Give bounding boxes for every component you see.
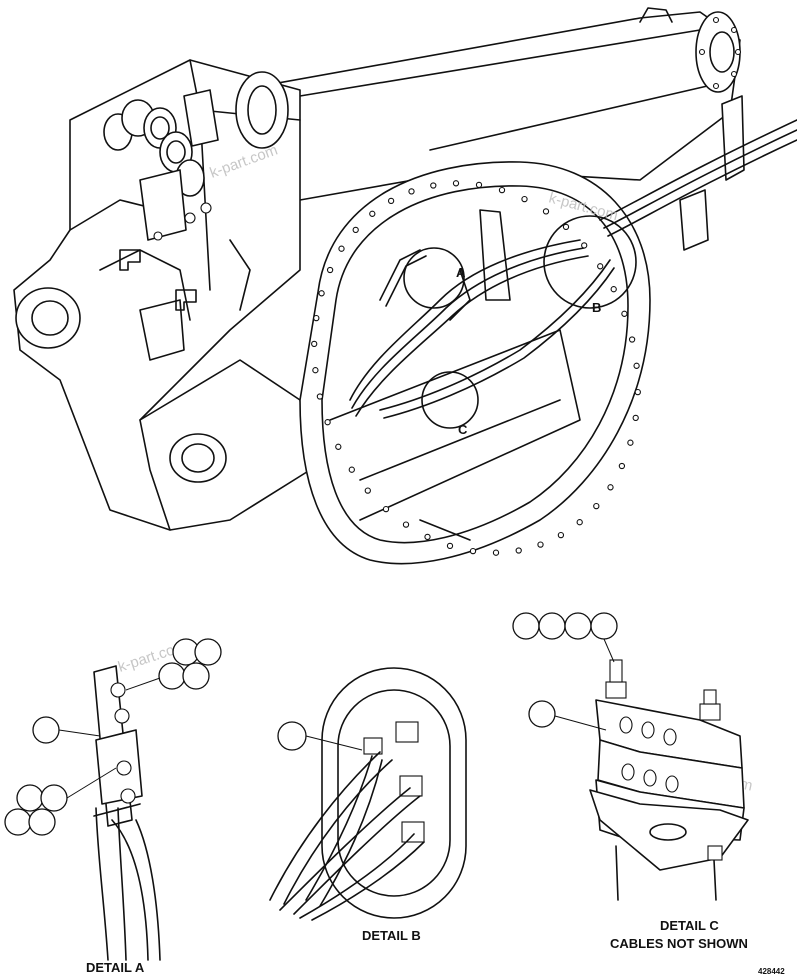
flange-bolt-hole <box>312 367 319 374</box>
flange-bolt-hole <box>335 443 342 450</box>
brake-flange-ring <box>299 119 797 565</box>
flange-bolt-hole <box>492 549 500 556</box>
flange-bolt-hole <box>430 182 437 189</box>
flange-bolt-hole <box>382 505 390 513</box>
flange-bolt-hole <box>628 336 636 343</box>
callout-a9 <box>28 808 56 836</box>
flange-bolt-hole <box>607 484 614 491</box>
flange-bolt-hole <box>348 466 355 473</box>
detail-a: DETAIL A <box>4 638 222 975</box>
flange-bolt-hole <box>557 531 565 539</box>
flange-bolt-hole <box>618 462 626 470</box>
flange-bolt-hole <box>452 180 460 187</box>
detail-b-title: DETAIL B <box>362 928 421 943</box>
callout-a5 <box>32 716 60 744</box>
flange-bolt-hole <box>369 210 376 217</box>
flange-bolt-hole <box>475 181 483 189</box>
flange-bolt-hole <box>316 393 324 400</box>
detail-a-title: DETAIL A <box>86 960 145 975</box>
callout-c3 <box>564 612 592 640</box>
flange-bolt-hole <box>581 242 588 249</box>
flange-bolt-hole <box>326 266 334 274</box>
flange-bolt-hole <box>576 519 583 526</box>
flange-bolt-hole <box>364 487 371 494</box>
callout-a6 <box>16 784 44 812</box>
view-marker-b: B <box>543 215 637 315</box>
view-marker-c: C <box>421 371 479 437</box>
flange-bolt-hole <box>408 188 415 195</box>
flange-bolt-hole <box>498 186 506 194</box>
flange-bolt-hole <box>313 314 320 322</box>
flange-bolt-hole <box>521 195 528 203</box>
view-marker-b-label: B <box>592 300 601 315</box>
flange-bolt-hole <box>632 414 639 422</box>
callout-c1 <box>512 612 540 640</box>
callout-a4 <box>182 662 210 690</box>
flange-bolt-hole <box>338 245 345 252</box>
flange-bolt-hole <box>597 263 604 270</box>
flange-bolt-hole <box>424 533 431 541</box>
flange-bolt-hole <box>542 208 550 215</box>
flange-bolt-hole <box>633 362 640 369</box>
flange-bolt-hole <box>318 290 325 297</box>
axle-housing-assembly <box>13 7 745 531</box>
callout-c5 <box>528 700 556 728</box>
detail-c: DETAIL C CABLES NOT SHOWN <box>512 612 749 951</box>
flange-bolt-hole <box>387 197 395 205</box>
flange-bolt-hole <box>634 388 641 396</box>
flange-bolt-hole <box>324 419 331 426</box>
view-marker-a: A <box>403 247 466 309</box>
callout-a3 <box>158 662 186 690</box>
flange-bolt-hole <box>311 340 318 348</box>
detail-c-title: DETAIL C <box>660 918 719 933</box>
flange-bolt-hole <box>562 223 570 231</box>
flange-bolt-hole <box>402 521 410 528</box>
flange-bolt-hole <box>593 502 600 510</box>
flange-bolt-hole <box>621 310 628 317</box>
callout-a8 <box>4 808 32 836</box>
callout-a2 <box>194 638 222 666</box>
drawing-number: 428442 <box>758 967 785 976</box>
view-marker-a-label: A <box>456 265 466 280</box>
flange-bolt-hole <box>446 542 454 550</box>
flange-bolt-hole <box>515 547 522 554</box>
flange-bolt-hole <box>352 226 359 234</box>
tube-flange-bolts <box>698 16 742 90</box>
callout-c2 <box>538 612 566 640</box>
connector-cluster <box>103 99 212 241</box>
detail-b: DETAIL B <box>269 667 467 943</box>
flange-bolt-hole <box>537 541 544 548</box>
flange-bolt-holes <box>311 180 641 556</box>
flange-bolt-hole <box>610 286 617 293</box>
detail-c-note: CABLES NOT SHOWN <box>610 936 748 951</box>
flange-bolt-hole <box>627 439 634 446</box>
view-marker-c-label: C <box>458 422 468 437</box>
callout-b1 <box>277 721 307 751</box>
cable-bundle <box>349 119 797 419</box>
callout-a7 <box>40 784 68 812</box>
callout-c4 <box>590 612 618 640</box>
flange-bolt-hole <box>469 547 477 555</box>
